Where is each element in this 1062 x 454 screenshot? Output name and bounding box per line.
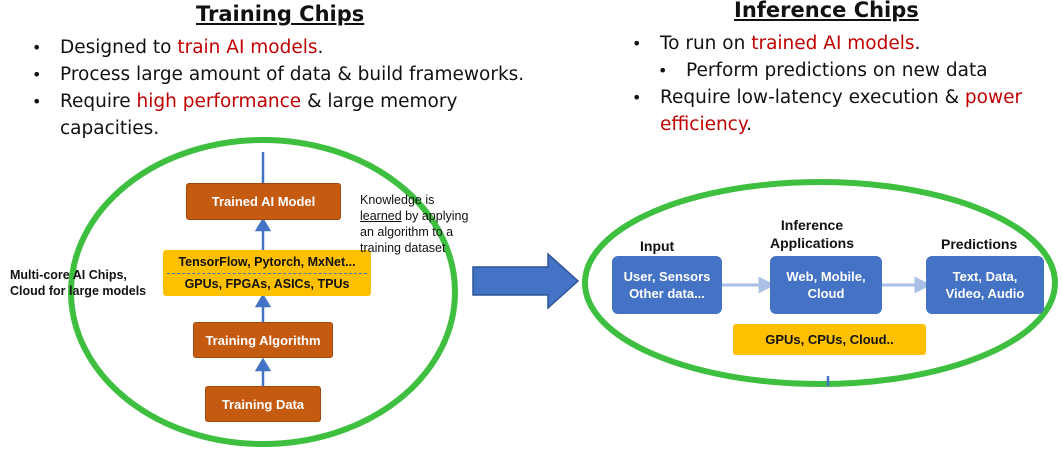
training-flow-arrows [254, 152, 272, 386]
trained-ai-model-box: Trained AI Model [186, 183, 341, 220]
training-chips-heading: Training Chips [196, 2, 365, 26]
training-algorithm-box: Training Algorithm [193, 322, 333, 358]
training-data-box: Training Data [205, 386, 321, 422]
input-heading: Input [640, 238, 675, 254]
transition-arrow-icon [472, 252, 580, 310]
framework-hardware-box: TensorFlow, Pytorch, MxNet... GPUs, FPGA… [163, 250, 371, 296]
inference-flow-arrows [722, 276, 932, 294]
training-bullet: Process large amount of data & build fra… [28, 61, 528, 88]
input-box: User, Sensors Other data... [612, 256, 722, 314]
multi-core-chips-label: Multi-core AI Chips, Cloud for large mod… [10, 268, 147, 298]
inference-hardware-box: GPUs, CPUs, Cloud.. [733, 324, 926, 355]
inference-ellipse [582, 179, 1058, 387]
predictions-heading: Predictions [941, 236, 1018, 252]
training-bullet: Designed to train AI models. [28, 34, 528, 61]
inference-bullet: To run on trained AI models. [628, 30, 1058, 57]
dashed-separator [167, 273, 367, 274]
training-hardware-label: GPUs, FPGAs, ASICs, TPUs [184, 277, 350, 291]
training-bullet-list: Designed to train AI models. Process lar… [28, 34, 528, 142]
inference-chips-heading: Inference Chips [734, 0, 919, 22]
predictions-box: Text, Data, Video, Audio [926, 256, 1044, 314]
applications-box: Web, Mobile, Cloud [770, 256, 882, 314]
inference-bullet-list: To run on trained AI models. Perform pre… [628, 30, 1058, 138]
training-bullet: Require high performance & large memory … [28, 88, 528, 142]
frameworks-label: TensorFlow, Pytorch, MxNet... [178, 255, 356, 269]
inference-applications-heading: Inference Applications [770, 217, 855, 251]
inference-bullet: Require low-latency execution & power ef… [628, 84, 1058, 138]
inference-sub-bullet: Perform predictions on new data [628, 57, 1058, 84]
knowledge-note: Knowledge is learned by applying an algo… [360, 193, 469, 255]
